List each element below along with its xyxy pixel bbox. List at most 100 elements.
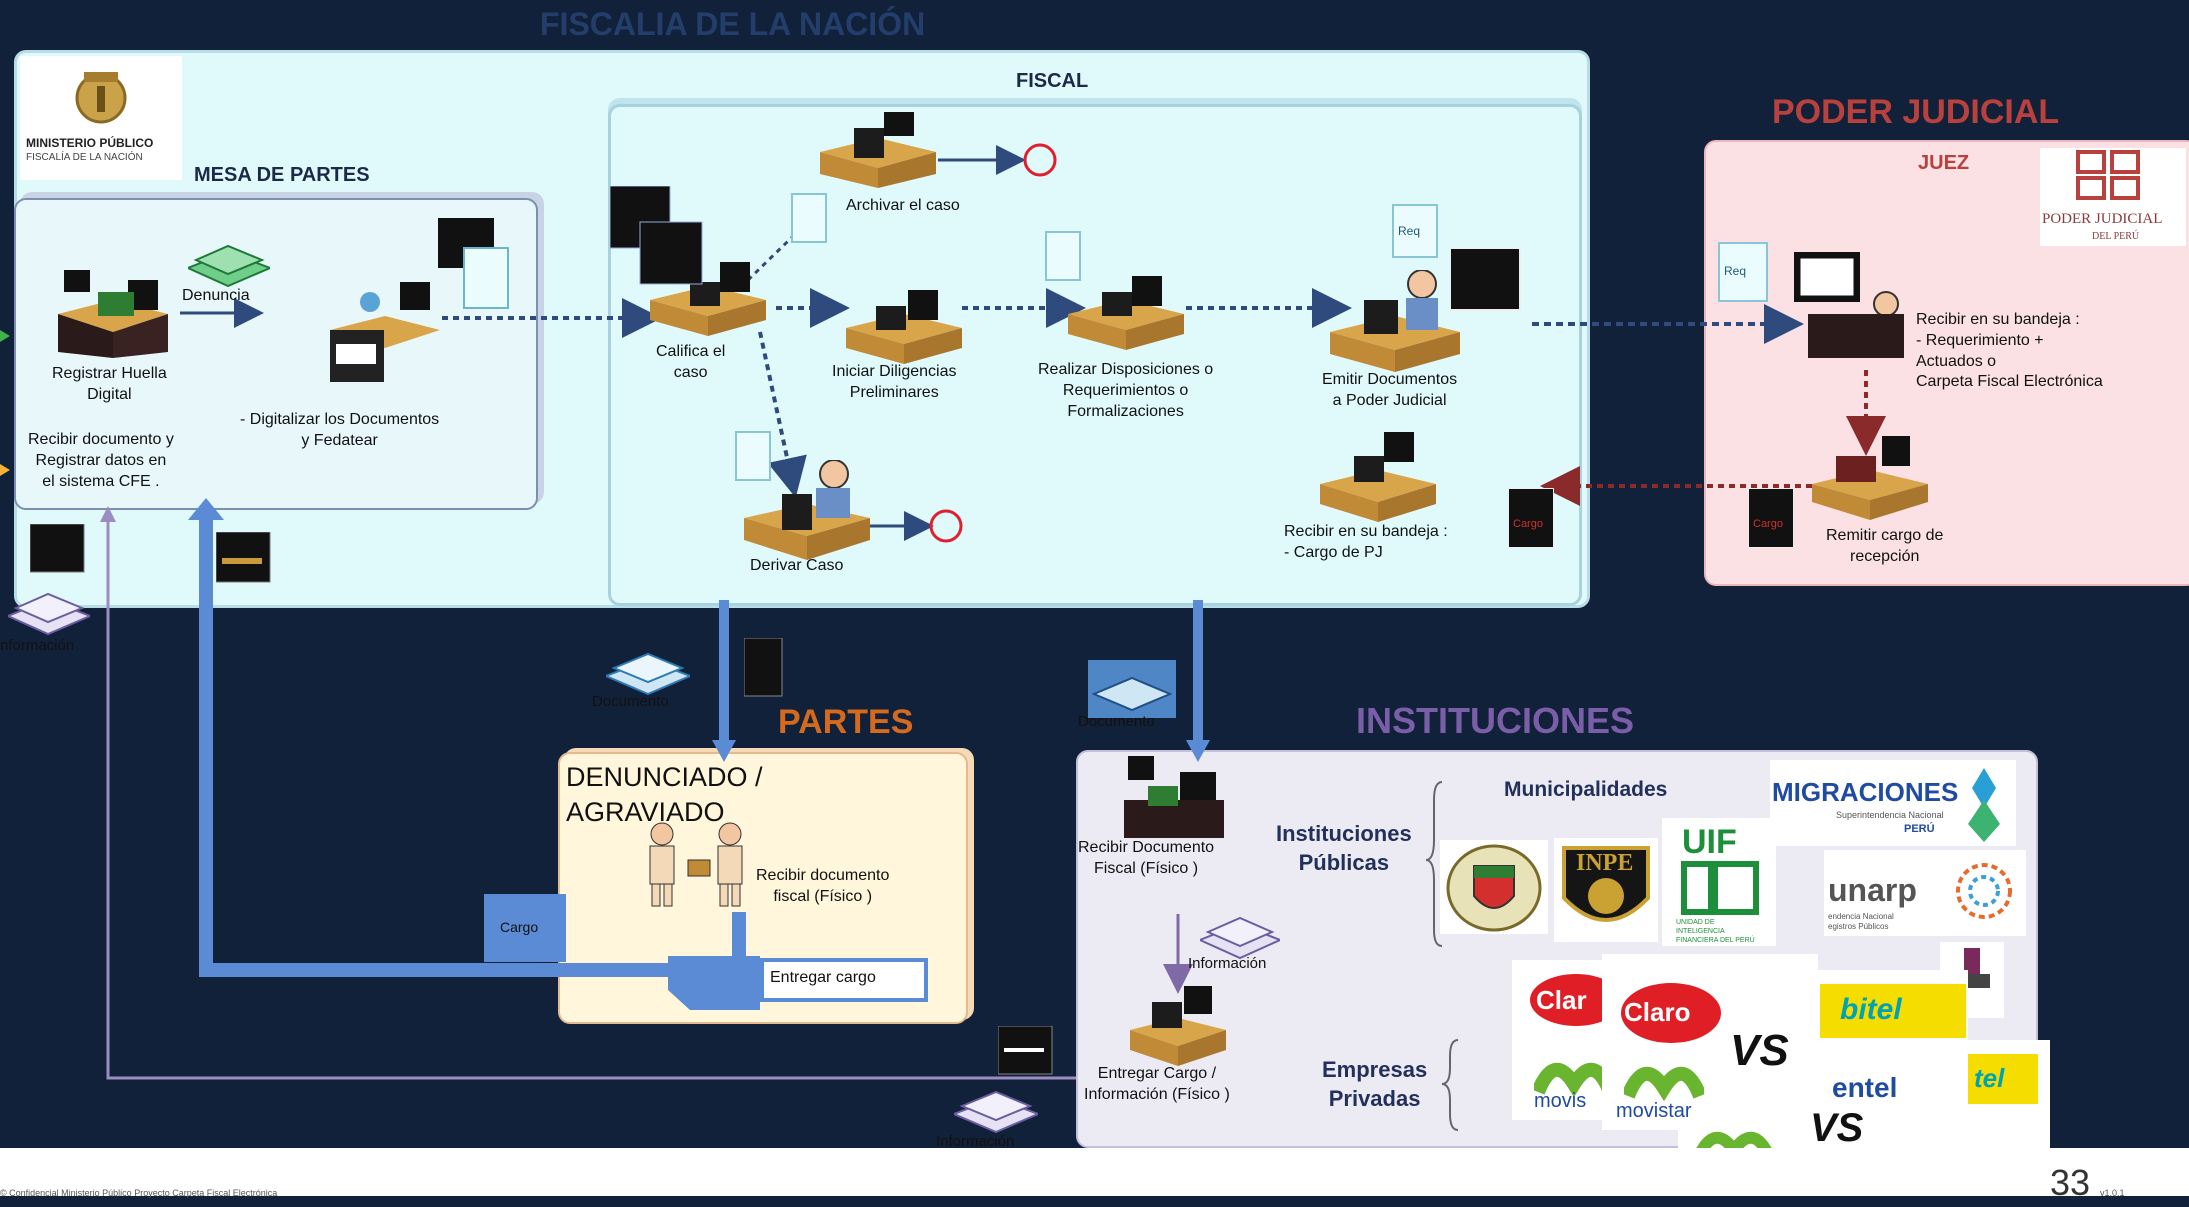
partes-recibir-label: Recibir documento fiscal (Físico ) (756, 867, 890, 905)
sunarp-emblem-icon (1956, 863, 2012, 919)
uif-logo: UIF UNIDAD DE INTELIGENCIA FINANCIERA DE… (1662, 818, 1776, 946)
claro-bubble-icon-1 (1530, 974, 1622, 1026)
califica-to-derivar-arrow (758, 331, 807, 498)
pj-cargo-tag: Cargo (1753, 518, 1783, 530)
left-edge-arrow-yellow (0, 464, 10, 476)
juez-title: JUEZ (1918, 152, 1970, 174)
left-info-stack-icon (8, 592, 90, 636)
claro-bubble-icon-2 (1621, 983, 1721, 1043)
bitel-partial-badge: tel (1968, 1054, 2038, 1104)
bottom-black-doc-icon (998, 1026, 1053, 1075)
pj-emblem-icon (2076, 150, 2140, 200)
fiscalia-title: FISCALIA DE LA NACIÓN (540, 6, 926, 42)
archivar-label: Archivar el caso (846, 197, 960, 214)
claro-movistar-logo-2: Claro movistar VS (1602, 954, 1818, 1130)
left-doc-icon-2 (216, 532, 271, 583)
inpe-logo-text: INPE (1576, 850, 1634, 876)
bottom-informacion-label: Información (936, 1133, 1015, 1150)
ministerio-logo-line2: FISCALÍA DE LA NACIÓN (26, 152, 143, 163)
bitel-badge: bitel (1820, 984, 1966, 1038)
emitir-label: Emitir Documentos a Poder Judicial (1322, 371, 1458, 409)
left-informacion-label: nformación (0, 637, 75, 654)
pj-req-tag: Req (1724, 264, 1747, 278)
uif-logo-text: UIF (1682, 823, 1737, 861)
movistar-text-1: movistar (1616, 1100, 1692, 1122)
cargo-box: Cargo (484, 894, 566, 962)
poder-judicial-logo: PODER JUDICIAL DEL PERÚ (2040, 148, 2186, 246)
page-number: 33 (2050, 1162, 2091, 1203)
partes-return-path (199, 512, 760, 977)
derivar-end-circle (929, 509, 963, 543)
footer-version: v1.0.1 (2100, 1188, 2125, 1198)
derivar-workstation-icon (744, 460, 870, 560)
entregar-cargo-label: Entregar cargo (770, 969, 876, 986)
digitalizar-workstation-icon (330, 282, 440, 382)
uif-emblem-icon (1681, 861, 1759, 915)
mesa-recibir-label: Recibir documento y Registrar datos en e… (28, 431, 174, 490)
vs-text-2: VS (1810, 1106, 1864, 1150)
entregar-cargo-button[interactable]: Entregar cargo (760, 958, 928, 1002)
escudo-logo (1440, 840, 1548, 934)
uif-logo-sub: UNIDAD DE INTELIGENCIA FINANCIERA DEL PE… (1676, 919, 1755, 945)
bitel-text: bitel (1840, 993, 1902, 1026)
fiscal-recibir-cargo-workstation-icon (1320, 432, 1436, 522)
inpe-logo: INPE (1554, 838, 1658, 942)
inst-informacion-stack-icon (1200, 916, 1280, 960)
partes-documento-stack-icon (606, 652, 690, 696)
fiscal-cargo-doc-icon: Cargo (1508, 488, 1554, 548)
emitir-docs-stack-icon (1450, 248, 1521, 311)
mesa-digital-docs-icon (438, 218, 509, 309)
fiscal-cargo-tag: Cargo (1513, 518, 1543, 530)
poder-judicial-title: PODER JUDICIAL (1772, 93, 2060, 131)
cargo-label: Cargo (500, 919, 539, 935)
registrar-huella-workstation-icon (58, 270, 168, 358)
fiscal-to-partes-head (712, 740, 736, 762)
movistar-m-icon-2 (1624, 1066, 1704, 1102)
denuncia-label: Denuncia (182, 287, 250, 304)
instituciones-title: INSTITUCIONES (1356, 700, 1635, 741)
partes-hand-shape (668, 912, 760, 1010)
archivar-workstation-icon (820, 112, 936, 188)
publicas-bracket (1425, 781, 1443, 947)
realizar-workstation-icon (1068, 276, 1184, 350)
bottom-info-stack-icon (954, 1090, 1038, 1134)
left-doc-icon-1 (30, 524, 85, 573)
fiscal-title: FISCAL (1016, 70, 1089, 92)
partes-documento-label: Documento (592, 693, 669, 710)
pj-recibir-workstation-icon (1794, 252, 1904, 358)
califica-label: Califica el caso (656, 343, 726, 381)
fiscal-req-doc-icon: Req (1392, 204, 1438, 258)
movistar-m-icon-1 (1534, 1062, 1614, 1098)
ministerio-publico-logo: MINISTERIO PÚBLICO FISCALÍA DE LA NACIÓN (20, 56, 182, 180)
municipalidades-label: Municipalidades (1504, 778, 1668, 801)
pj-logo-line2: DEL PERÚ (2092, 231, 2140, 242)
inst-entregar-workstation-icon (1130, 986, 1226, 1066)
archivar-end-circle (1023, 143, 1057, 177)
sunarp-logo: unarp endencia Nacional egistros Público… (1824, 850, 2026, 936)
iniciar-workstation-icon (846, 290, 962, 364)
pj-recibir-label: Recibir en su bandeja : - Requerimiento … (1916, 311, 2103, 391)
derivar-doc-icon (735, 431, 771, 481)
instituciones-return-head (100, 506, 116, 522)
sunarp-logo-text: unarp (1828, 872, 1917, 908)
migraciones-logo-peru: PERÚ (1904, 823, 1935, 835)
migraciones-logo-text: MIGRACIONES (1772, 777, 1959, 807)
empresas-privadas-label: Empresas Privadas (1322, 1057, 1428, 1111)
partes-black-doc-icon (744, 638, 783, 697)
bitel-entel-logo-1: bitel entel (1818, 970, 1968, 1120)
inst-documento-label: Documento (1078, 713, 1155, 730)
instituciones-publicas-label: Instituciones Públicas (1276, 821, 1412, 875)
derivar-label: Derivar Caso (750, 557, 844, 574)
bitel-partial-logo: tel (1968, 1040, 2050, 1120)
migraciones-logo: MIGRACIONES Superintendencia Nacional PE… (1770, 760, 2016, 846)
left-edge-arrow-green (0, 330, 10, 342)
ministerio-seal-icon (75, 72, 127, 124)
partes-return-head (188, 498, 224, 520)
califica-workstation-icon (650, 262, 766, 336)
archivar-doc-icon (791, 193, 827, 243)
digitalizar-label: - Digitalizar los Documentos y Fedatear (240, 411, 440, 449)
partes-title: PARTES (778, 703, 914, 741)
movistar-cut-text: movis (1534, 1090, 1587, 1112)
